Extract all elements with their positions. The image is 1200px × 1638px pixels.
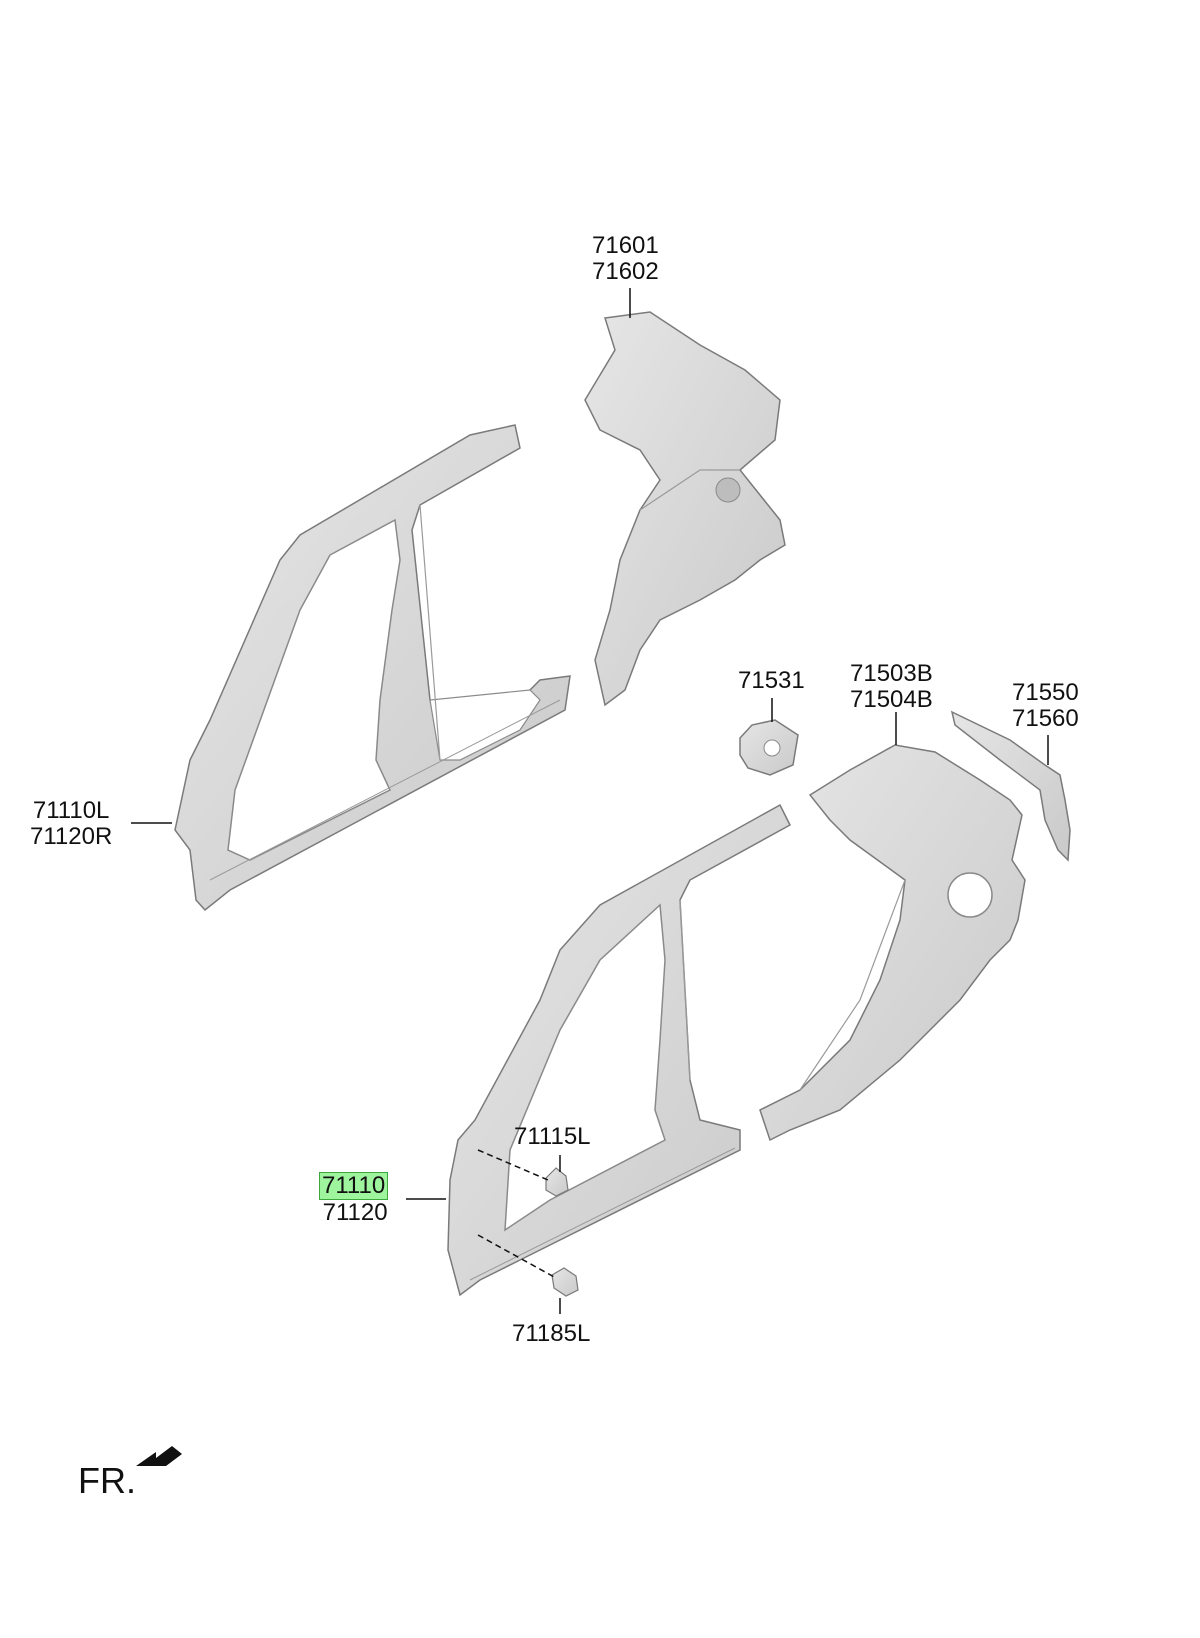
side-outer-panel-lower[interactable] [447, 803, 791, 1297]
callout-71115L-line1: 71115L [514, 1123, 591, 1150]
front-direction-label: FR. [78, 1460, 136, 1501]
clip-71115L[interactable] [545, 1167, 569, 1197]
callout-71110-line2: 71120 [322, 1199, 388, 1226]
side-outer-panel-upper[interactable] [174, 424, 571, 912]
callout-71115L[interactable]: 71115L [514, 1124, 591, 1150]
callout-71601[interactable]: 71601 71602 [592, 233, 659, 285]
rear-bracket-71550[interactable] [950, 710, 1071, 862]
callout-71110[interactable]: 71110 71120 [319, 1172, 389, 1226]
callout-71110-line1-highlighted: 71110 [319, 1172, 389, 1200]
front-arrow-icon [136, 1446, 182, 1466]
callout-71601-line2: 71602 [592, 258, 659, 285]
callout-71110L[interactable]: 71110L 71120R [30, 798, 112, 850]
callout-71550[interactable]: 71550 71560 [1012, 680, 1079, 732]
callout-71185L-line1: 71185L [512, 1320, 591, 1347]
callout-71550-line1: 71550 [1012, 679, 1079, 706]
callout-71550-line2: 71560 [1012, 705, 1079, 732]
callout-71601-line1: 71601 [592, 232, 659, 259]
callout-71110L-line2: 71120R [30, 823, 113, 850]
callout-71185L[interactable]: 71185L [512, 1321, 590, 1347]
callout-71531-line1: 71531 [738, 667, 805, 694]
leader-lines [131, 288, 1049, 1314]
bracket-71531[interactable] [739, 719, 799, 776]
callout-71503B-line2: 71504B [850, 686, 933, 713]
callout-71503B-line1: 71503B [850, 660, 933, 687]
rear-inner-panel[interactable] [584, 311, 786, 707]
clip-71185L[interactable] [551, 1267, 579, 1297]
callout-71503B[interactable]: 71503B 71504B [850, 661, 933, 713]
callout-71531[interactable]: 71531 [738, 668, 805, 694]
quarter-panel-71503B[interactable] [759, 744, 1026, 1142]
callout-71110L-line1: 71110L [32, 797, 110, 824]
